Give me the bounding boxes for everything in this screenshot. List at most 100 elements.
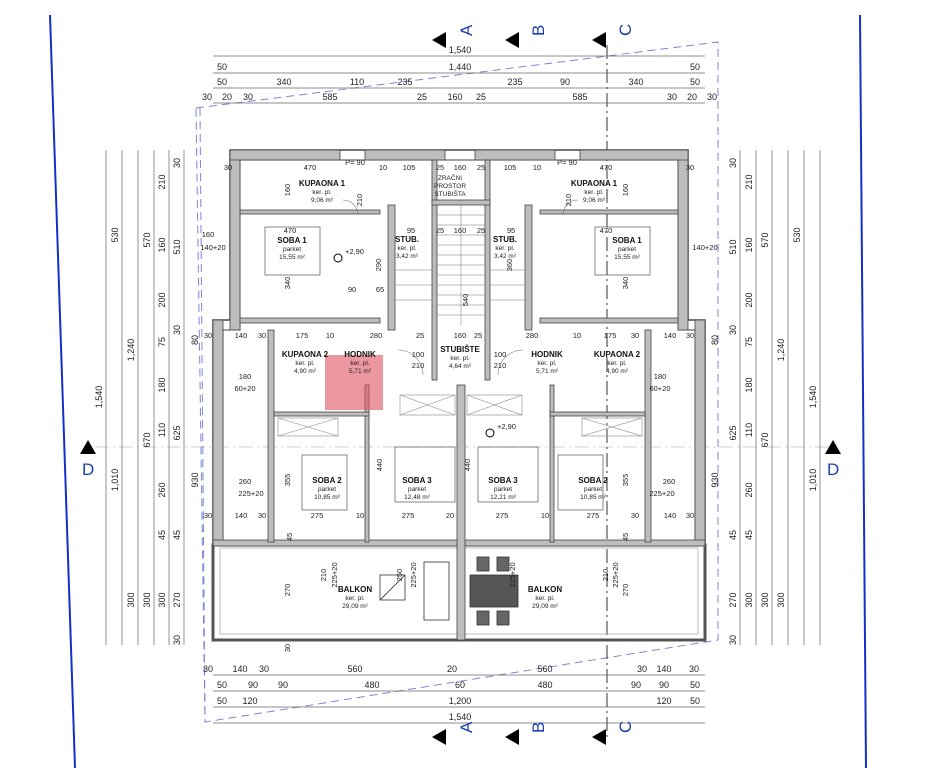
dimension-label: 50 [690, 62, 700, 72]
interior-dimension-label: 25 [416, 331, 424, 340]
dimension-label: 585 [572, 92, 587, 102]
room-area: 9,06 m² [311, 197, 334, 204]
room-floor: parket [318, 486, 336, 493]
svg-text:C: C [616, 721, 635, 733]
dimension-label: 1,540 [94, 386, 104, 409]
interior-dimension-label: 60+20 [649, 384, 670, 393]
room-name: SOBA 3 [488, 476, 518, 485]
dimension-label: 480 [364, 680, 379, 690]
dimension-label: 25 [476, 92, 486, 102]
room-name: ZRAČNI [438, 173, 462, 182]
dimension-label: 30 [707, 92, 717, 102]
room-name: KUPAONA 2 [282, 350, 329, 359]
interior-dimension-label: 225+20 [649, 489, 674, 498]
interior-dimension-label: 90 [348, 285, 356, 294]
dimension-label: 30 [728, 635, 738, 645]
room-floor: parket [584, 486, 602, 493]
interior-dimension-label: 360 [505, 259, 514, 272]
dimension-label: 235 [397, 77, 412, 87]
dimension-label: 340 [628, 77, 643, 87]
stair-treads [395, 205, 525, 325]
interior-dimension-label: 25 [474, 331, 482, 340]
room-area: 15,55 m² [279, 254, 305, 261]
dimension-label: 570 [760, 232, 770, 247]
interior-dimension-label: 540 [461, 294, 470, 307]
room-name: STUBIŠTE [440, 345, 480, 354]
dimension-label: 270 [172, 592, 182, 607]
dimension-label: 50 [217, 77, 227, 87]
room-area: 9,06 m² [583, 197, 606, 204]
dimension-label: 25 [417, 92, 427, 102]
dimension-label: 45 [728, 530, 738, 540]
watermark-logo [325, 355, 383, 410]
dimension-label: 1,010 [110, 469, 120, 492]
dimension-label: 45 [157, 530, 167, 540]
interior-dimension-label: 280 [526, 331, 539, 340]
room-name: SOBA 1 [612, 236, 642, 245]
dimension-label: 300 [760, 592, 770, 607]
dimension-label: 300 [744, 592, 754, 607]
dimension-label: 45 [172, 530, 182, 540]
svg-text:B: B [529, 25, 548, 36]
level-marker: +2,90 [485, 422, 516, 438]
dimension-label: 300 [126, 592, 136, 607]
room-floor: parket [408, 486, 426, 493]
dimension-label: 625 [728, 425, 738, 440]
interior-dimension-label: 10 [533, 163, 541, 172]
interior-dimension-label: 60+20 [234, 384, 255, 393]
dimension-label: 30 [172, 635, 182, 645]
dimension-label: 20 [687, 92, 697, 102]
room-floor: ker. pl. [345, 595, 364, 602]
svg-text:A: A [457, 24, 476, 36]
svg-text:D: D [827, 460, 839, 479]
dimension-label: 30 [667, 92, 677, 102]
dimension-label: 120 [242, 696, 257, 706]
interior-dimension-label: 10 [326, 331, 334, 340]
interior-dimension-label: 225+20 [611, 562, 620, 587]
dimension-label: 235 [507, 77, 522, 87]
interior-dimension-label: 340 [621, 277, 630, 290]
dimension-label: 1,240 [126, 339, 136, 362]
section-marker-d-left: D [80, 440, 96, 479]
balcony-furniture [379, 556, 519, 626]
room-area: STUBIŠTA [434, 189, 466, 198]
dimension-label: 30 [172, 158, 182, 168]
section-marker-b-top: B [505, 25, 548, 48]
dimension-label: 585 [322, 92, 337, 102]
interior-dimension-label: 470 [600, 163, 613, 172]
dimension-label: 30 [728, 325, 738, 335]
room-floor: ker. pl. [350, 360, 369, 367]
interior-dimension-label: 440 [375, 459, 384, 472]
interior-dimension-label: 30 [283, 644, 292, 652]
room-floor: PROSTOR [434, 183, 466, 190]
room-name: SOBA 2 [578, 476, 608, 485]
section-marker-a-top: A [432, 24, 476, 48]
svg-text:B: B [529, 722, 548, 733]
dimension-label: 530 [110, 227, 120, 242]
room-floor: ker. pl. [397, 245, 416, 252]
dimension-label: 300 [142, 592, 152, 607]
interior-dimension-label: 275 [402, 511, 415, 520]
room-name: KUPAONA 2 [594, 350, 641, 359]
dimension-label: 90 [248, 680, 258, 690]
dimension-label: 930 [190, 472, 200, 487]
dimension-label: 510 [172, 239, 182, 254]
interior-dimension-label: 260 [663, 477, 676, 486]
room-name: KUPAONA 1 [571, 179, 618, 188]
section-marker-c-top: C [592, 24, 635, 48]
interior-dimension-label: 180 [654, 372, 667, 381]
dimension-label: 670 [142, 432, 152, 447]
interior-dimension-label: 30 [258, 511, 266, 520]
interior-dimension-label: 160 [454, 163, 467, 172]
interior-dimension-label: 355 [283, 474, 292, 487]
dimension-label: 560 [537, 664, 552, 674]
